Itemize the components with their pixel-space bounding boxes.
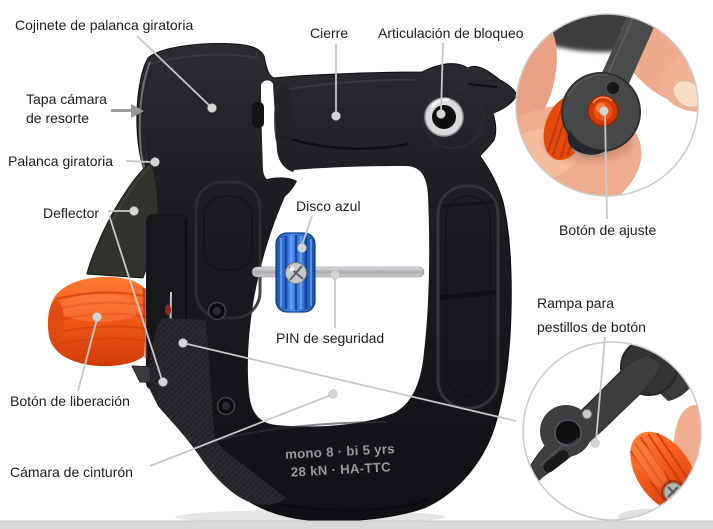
label-disco-azul: Disco azul xyxy=(296,198,361,214)
fingernail xyxy=(672,80,698,108)
leader-articulacion xyxy=(440,42,444,113)
inset-circle-border xyxy=(522,341,702,521)
label-articulacion: Articulación de bloqueo xyxy=(378,25,524,41)
lever-hole xyxy=(554,419,582,447)
gate-hinge-nub xyxy=(252,102,264,128)
leader-inset-source xyxy=(182,342,517,422)
inset-ramp-photo xyxy=(522,341,702,521)
leader-deflector-b xyxy=(108,214,163,381)
lever-slot xyxy=(543,450,569,473)
knob-screw xyxy=(661,480,685,504)
pivot-pin xyxy=(582,409,592,419)
label-pin-seguridad: PIN de seguridad xyxy=(276,330,385,346)
leader-boton-ajuste xyxy=(604,113,608,220)
label-tapa-line1: Tapa cámara xyxy=(26,91,107,107)
lever-highlight xyxy=(111,165,151,223)
indicator-dot xyxy=(165,304,171,316)
leader-camara-cinturon xyxy=(149,394,332,467)
device-print-line1: mono 8 · bi 5 yrs xyxy=(285,441,396,462)
label-camara-cinturon: Cámara de cinturón xyxy=(10,464,133,480)
housing-shoulder xyxy=(256,177,297,204)
leader-dots xyxy=(92,103,609,448)
right-bar-grooves xyxy=(436,184,500,410)
label-rampa-line2: pestillos de botón xyxy=(537,319,646,335)
leader-disco-azul xyxy=(301,215,313,246)
footer-strip xyxy=(0,521,713,529)
device-photo: mono 8 · bi 5 yrs 28 kN · HA-TTC xyxy=(47,43,518,524)
leader-palanca xyxy=(125,160,153,163)
device-print-line2: 28 kN · HA-TTC xyxy=(290,459,391,479)
frame-aperture xyxy=(247,166,430,427)
screw xyxy=(207,301,227,321)
gate-bar xyxy=(274,78,417,156)
locking-lug xyxy=(421,83,498,150)
belt-chamber-plate xyxy=(149,301,286,505)
label-boton-liberacion: Botón de liberación xyxy=(10,393,130,409)
blue-disc xyxy=(275,232,316,313)
label-rampa: Rampa para pestillos de botón xyxy=(537,291,646,339)
pointer-arrow xyxy=(111,104,144,118)
leader-lines xyxy=(77,35,608,467)
leader-rampa xyxy=(595,336,606,442)
label-tapa: Tapa cámara de resorte xyxy=(26,90,107,128)
label-palanca: Palanca giratoria xyxy=(8,153,114,169)
leader-cojinete xyxy=(136,35,213,109)
label-tapa-line2: de resorte xyxy=(26,110,90,126)
lever-hole xyxy=(607,82,619,94)
ramp-groove xyxy=(567,130,607,155)
leader-boton-liberacion xyxy=(77,318,98,392)
label-boton-ajuste: Botón de ajuste xyxy=(559,222,657,238)
screw xyxy=(216,396,236,416)
gate-gap xyxy=(261,80,296,185)
label-cierre: Cierre xyxy=(310,25,349,41)
label-deflector: Deflector xyxy=(43,205,100,221)
label-cojinete: Cojinete de palanca giratoria xyxy=(15,17,194,33)
label-rampa-line1: Rampa para xyxy=(537,295,615,311)
swivel-lever xyxy=(86,161,159,279)
